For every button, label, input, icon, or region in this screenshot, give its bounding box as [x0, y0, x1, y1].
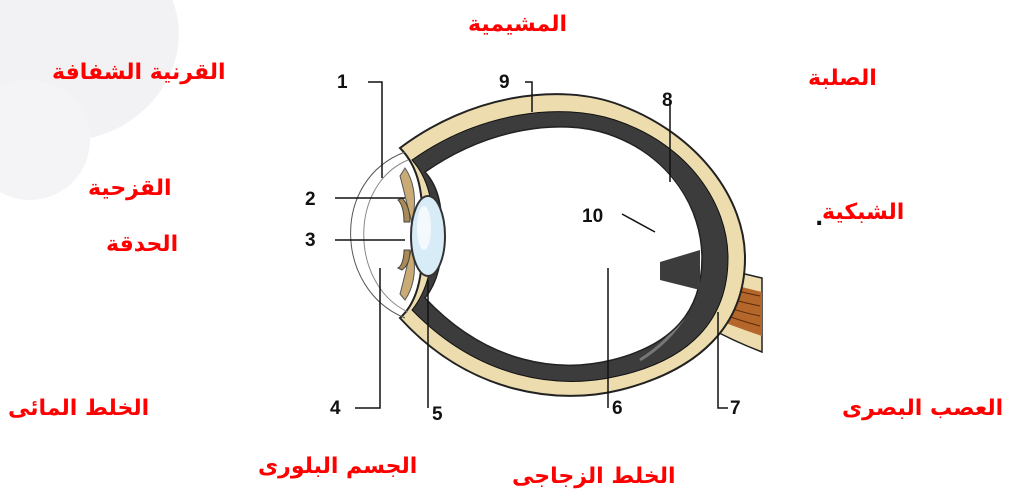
number-3: 3: [305, 230, 316, 251]
label-choroid: المشيمية: [468, 12, 567, 37]
number-7: 7: [730, 398, 741, 419]
label-vitreous: الخلط الزجاجى: [512, 464, 676, 489]
number-4: 4: [330, 398, 341, 419]
lens-highlight: [417, 206, 431, 250]
number-8: 8: [662, 90, 673, 111]
number-10: 10: [582, 206, 603, 227]
label-retina: الشبكية: [822, 200, 904, 225]
label-pupil: الحدقة: [106, 232, 178, 257]
number-6: 6: [612, 398, 623, 419]
number-9: 9: [499, 72, 510, 93]
label-iris: القزحية: [88, 176, 172, 201]
number-1: 1: [337, 72, 348, 93]
label-lens: الجسم البلورى: [258, 454, 417, 479]
label-retina-dot: .: [815, 206, 823, 231]
cornea: [351, 152, 405, 318]
label-sclera: الصلبة: [808, 66, 877, 91]
label-optic-nerve: العصب البصرى: [842, 396, 1003, 421]
number-2: 2: [305, 189, 316, 210]
number-5: 5: [432, 404, 443, 425]
label-aqueous: الخلط المائى: [8, 396, 149, 421]
label-cornea: القرنية الشفافة: [52, 60, 226, 85]
